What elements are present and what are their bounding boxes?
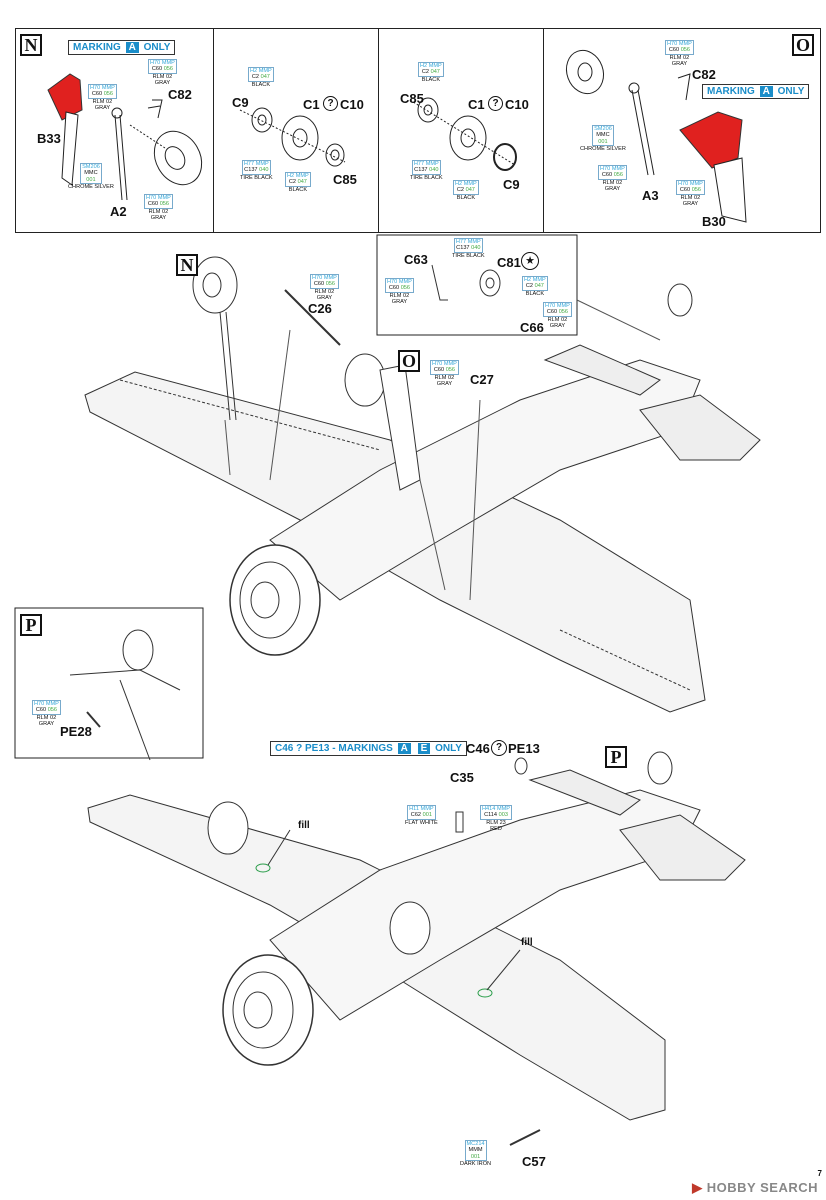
part-label-c63: C63 <box>404 252 428 267</box>
part-label-c85: C85 <box>400 91 424 106</box>
fill-note: fill <box>298 820 310 831</box>
part-label-c1: C1 <box>303 97 320 112</box>
bottom-p-letter: P <box>605 746 627 768</box>
page-number: 7 <box>817 1169 822 1178</box>
part-label-c85: C85 <box>333 172 357 187</box>
part-label-c9: C9 <box>503 177 520 192</box>
marking-prefix: MARKING <box>73 42 121 53</box>
marking-suffix: ONLY <box>143 42 171 53</box>
part-label-c66: C66 <box>520 320 544 335</box>
question-circle-icon: ? <box>488 96 503 111</box>
part-label-c26: C26 <box>308 301 332 316</box>
marking-chip: A <box>125 42 139 53</box>
panel-n-letter: N <box>20 34 42 56</box>
star-icon: ★ <box>521 252 539 270</box>
middle-o-letter: O <box>398 350 420 372</box>
part-label-a2: A2 <box>110 204 127 219</box>
divider <box>378 28 379 233</box>
panel-o-letter: O <box>792 34 814 56</box>
fill-note: fill <box>521 937 533 948</box>
markings-banner: C46 ? PE13 - MARKINGS A E ONLY <box>270 741 467 756</box>
panel-p-letter: P <box>20 614 42 636</box>
part-label-c35: C35 <box>450 770 474 785</box>
part-label-c82: C82 <box>168 87 192 102</box>
part-label-c10: C10 <box>340 97 364 112</box>
part-label-pe13: PE13 <box>508 741 540 756</box>
marking-a-only-badge: MARKING A ONLY <box>68 40 176 55</box>
divider <box>543 28 544 233</box>
part-label-c1: C1 <box>468 97 485 112</box>
marking-a-only-badge: MARKING A ONLY <box>702 84 810 99</box>
middle-n-letter: N <box>176 254 198 276</box>
part-label-c81: C81 <box>497 255 521 270</box>
part-label-a3: A3 <box>642 188 659 203</box>
watermark-logo: ▶ HOBBY SEARCH <box>692 1180 818 1195</box>
part-label-c82: C82 <box>692 67 716 82</box>
part-label-c57: C57 <box>522 1154 546 1169</box>
part-label-c27: C27 <box>470 372 494 387</box>
top-panels-frame <box>15 28 821 233</box>
part-label-pe28: PE28 <box>60 724 92 739</box>
part-label-c10: C10 <box>505 97 529 112</box>
question-circle-icon: ? <box>323 96 338 111</box>
part-label-c46: C46 <box>466 741 490 756</box>
divider <box>213 28 214 233</box>
part-label-c9: C9 <box>232 95 249 110</box>
part-label-b30: B30 <box>702 214 726 229</box>
question-circle-icon: ? <box>491 740 507 756</box>
part-label-b33: B33 <box>37 131 61 146</box>
